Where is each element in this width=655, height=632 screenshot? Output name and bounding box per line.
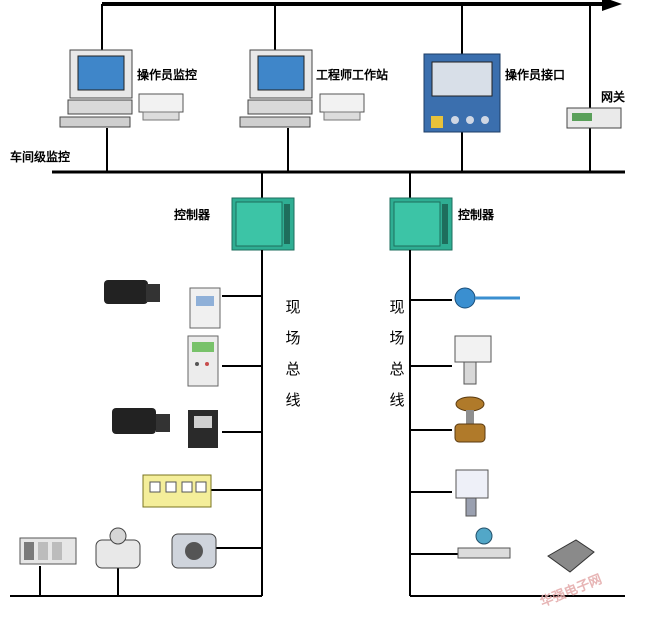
controller-left-icon bbox=[231, 197, 295, 251]
gateway-label: 网关 bbox=[601, 90, 626, 104]
controller-left-label: 控制器 bbox=[174, 208, 211, 222]
bus-arrow-icon bbox=[602, 0, 622, 11]
workshop-monitor-label: 车间级监控 bbox=[10, 150, 71, 164]
fieldbus-right-line bbox=[409, 250, 625, 597]
motor-with-drive-icon bbox=[112, 408, 218, 448]
fieldbus-right-label: 现场总线 bbox=[389, 298, 405, 409]
drive-icon bbox=[189, 287, 221, 329]
fieldbus-left-label: 现场总线 bbox=[285, 298, 301, 409]
pump-icon bbox=[95, 527, 141, 569]
fieldbus-left-line bbox=[10, 250, 263, 597]
terminal-module-icon bbox=[142, 474, 212, 508]
operator-monitor-label: 操作员监控 bbox=[137, 68, 198, 82]
controller-right-label: 控制器 bbox=[458, 208, 495, 222]
rack-io-icon bbox=[19, 537, 77, 565]
transmitter-icon bbox=[455, 469, 489, 517]
operator-panel-icon bbox=[423, 53, 501, 133]
operator-interface-label: 操作员接口 bbox=[505, 68, 566, 82]
engineer-computer-icon bbox=[239, 49, 365, 128]
nozzle-icon bbox=[547, 539, 595, 573]
engineer-station-label: 工程师工作站 bbox=[316, 68, 389, 82]
operator-computer-icon bbox=[59, 49, 184, 128]
gateway-icon bbox=[566, 107, 622, 129]
workshop-bus bbox=[52, 128, 625, 200]
temperature-sensor-icon bbox=[454, 287, 520, 309]
io-module-icon bbox=[187, 335, 219, 387]
actuator-icon bbox=[454, 335, 492, 385]
servo-motor-icon bbox=[104, 280, 160, 304]
controller-right-icon bbox=[389, 197, 453, 251]
control-valve-icon bbox=[454, 396, 486, 443]
camera-icon bbox=[171, 533, 217, 569]
flowmeter-icon bbox=[457, 527, 511, 559]
network-drops bbox=[101, 4, 591, 108]
